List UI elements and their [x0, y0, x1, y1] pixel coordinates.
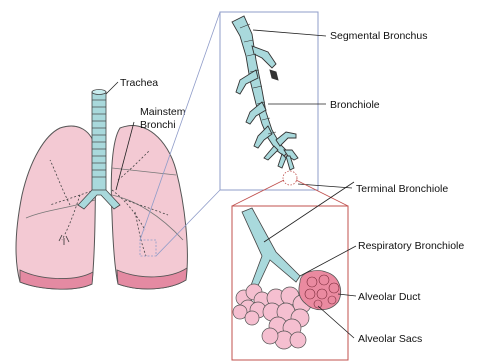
- terminal-bronchiole-label: Terminal Bronchiole: [356, 183, 448, 195]
- mainstem-label-line2: Bronchi: [140, 119, 176, 131]
- bronchial-tree-frame: [220, 12, 318, 190]
- trachea-label: Trachea: [120, 77, 158, 89]
- respiratory-bronchiole-label: Respiratory Bronchiole: [358, 240, 464, 252]
- alveolar-duct-label: Alveolar Duct: [358, 291, 421, 303]
- trachea-top: [92, 90, 106, 95]
- segmental-bronchus-label: Segmental Bronchus: [330, 30, 427, 42]
- trachea-leader: [106, 82, 118, 94]
- right-lung: [111, 126, 187, 289]
- bronchiole-label: Bronchiole: [330, 99, 380, 111]
- mainstem-label-line1: Mainstem: [140, 106, 186, 118]
- alveolar-sacs-label: Alveolar Sacs: [358, 333, 422, 345]
